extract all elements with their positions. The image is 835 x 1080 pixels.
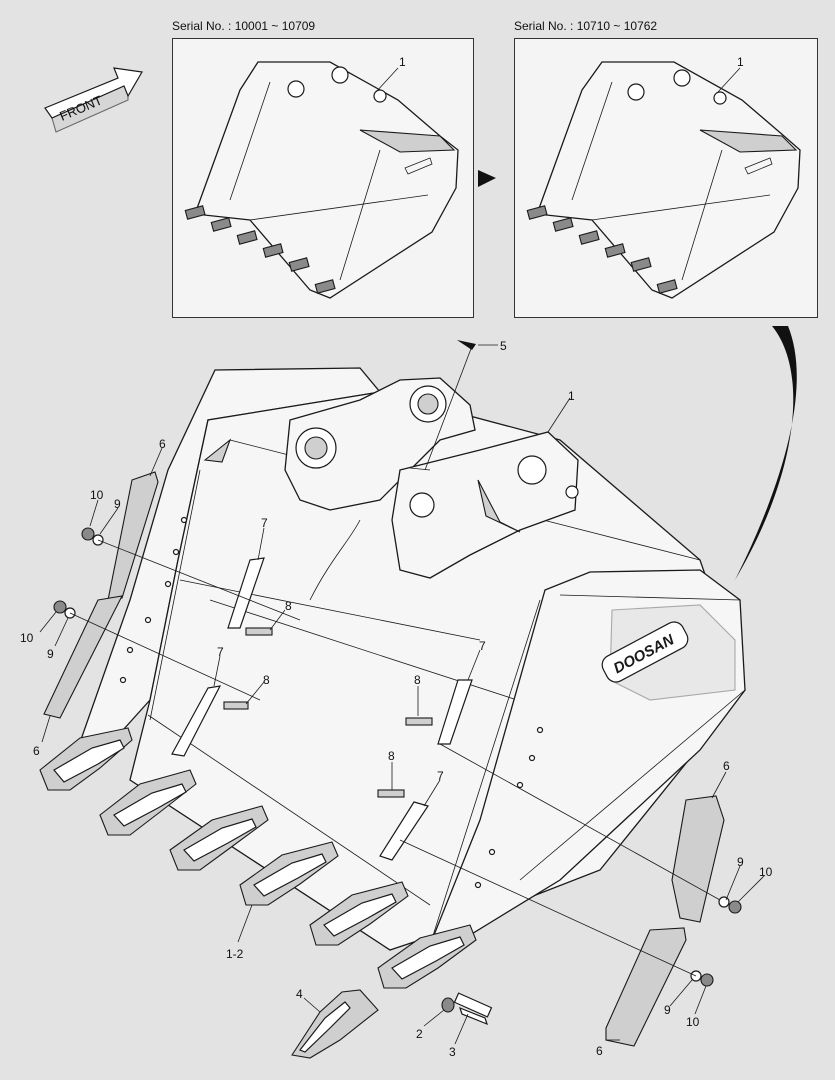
callout-3: 3 xyxy=(449,1045,456,1059)
callout-7-d: 7 xyxy=(437,769,444,783)
callout-6-mid-left: 6 xyxy=(33,744,40,758)
callout-2: 2 xyxy=(416,1027,423,1041)
callout-10-c: 10 xyxy=(759,865,773,879)
main-bucket: DOOSAN xyxy=(77,367,746,951)
callout-leaders xyxy=(39,344,765,1045)
callout-thumb-left: 1 xyxy=(399,55,406,69)
serial-number-right: Serial No. : 10710 ~ 10762 xyxy=(514,19,658,33)
tooth-point xyxy=(291,989,379,1059)
callout-10-b: 10 xyxy=(20,631,34,645)
side-cutters xyxy=(43,471,725,1047)
callout-9-b: 9 xyxy=(47,647,54,661)
decal-part xyxy=(457,340,476,350)
callout-1-2: 1-2 xyxy=(226,947,244,961)
callout-8-a: 8 xyxy=(285,599,292,613)
links xyxy=(171,557,473,861)
nuts-and-washers xyxy=(53,527,742,987)
callout-6-top-left: 6 xyxy=(159,437,166,451)
callout-7-c: 7 xyxy=(479,639,486,653)
assembly-lines xyxy=(69,345,721,977)
callout-1: 1 xyxy=(568,389,575,403)
callout-thumb-right: 1 xyxy=(737,55,744,69)
bucket-thumbnail-right: 1 xyxy=(526,55,801,299)
bucket-thumbnail-left: 1 xyxy=(184,55,459,299)
callout-9-d: 9 xyxy=(664,1003,671,1017)
callout-9-c: 9 xyxy=(737,855,744,869)
front-arrow-icon: FRONT xyxy=(44,67,143,133)
bolts xyxy=(223,627,433,798)
callout-10-a: 10 xyxy=(90,488,104,502)
callout-8-d: 8 xyxy=(388,749,395,763)
callout-7-a: 7 xyxy=(261,516,268,530)
callout-4: 4 xyxy=(296,987,303,1001)
bucket-teeth xyxy=(39,727,477,989)
pin-and-washer xyxy=(441,992,493,1026)
callout-6-right-2: 6 xyxy=(596,1044,603,1058)
callout-10-d: 10 xyxy=(686,1015,700,1029)
hose-curve xyxy=(735,326,797,580)
callout-8-c: 8 xyxy=(414,673,421,687)
callout-7-b: 7 xyxy=(217,645,224,659)
callout-6-right-1: 6 xyxy=(723,759,730,773)
callout-5: 5 xyxy=(500,339,507,353)
next-arrow-icon xyxy=(478,170,496,187)
callout-9-a: 9 xyxy=(114,497,121,511)
callout-8-b: 8 xyxy=(263,673,270,687)
serial-number-left: Serial No. : 10001 ~ 10709 xyxy=(172,19,316,33)
